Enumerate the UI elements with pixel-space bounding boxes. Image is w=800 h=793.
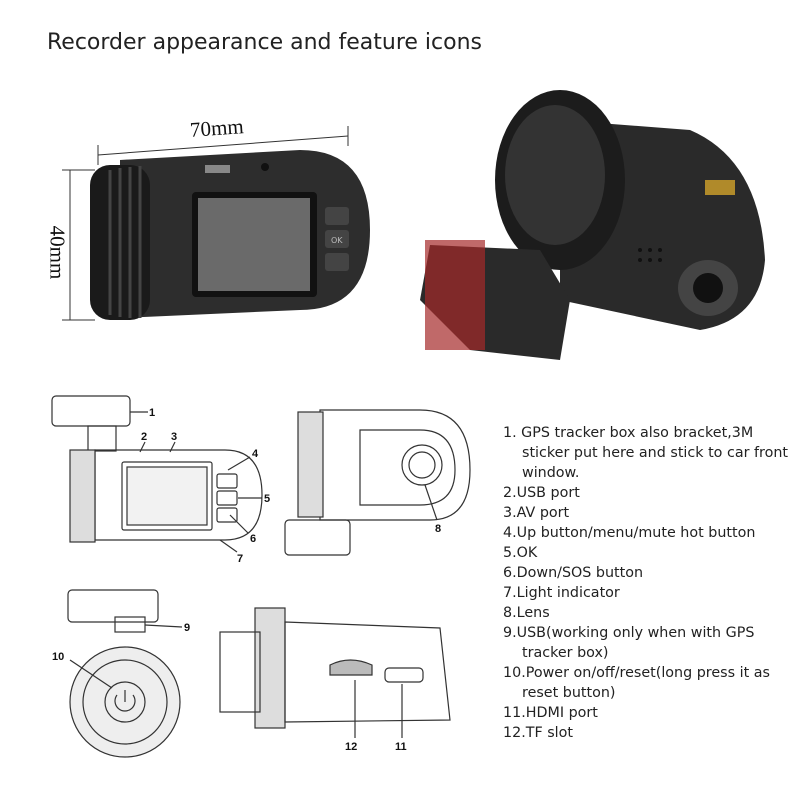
- diagram-back-view: [67, 589, 183, 758]
- feature-item: 9.USB(working only when with GPS tracker…: [503, 625, 755, 661]
- ok-label: OK: [331, 236, 343, 245]
- feature-item: 8.Lens: [503, 605, 550, 621]
- callout-12: 12: [345, 741, 357, 753]
- feature-item: 11.HDMI port: [503, 705, 598, 721]
- feature-item: 4.Up button/menu/mute hot button: [503, 525, 756, 541]
- callout-10: 10: [52, 651, 64, 663]
- callout-1: 1: [149, 407, 155, 419]
- camera-photo-front: [420, 90, 765, 360]
- callout-6: 6: [250, 533, 256, 545]
- feature-item: 1. GPS tracker box also bracket,3M stick…: [503, 425, 789, 481]
- callout-8: 8: [435, 523, 441, 535]
- diagram-lens-view: [284, 409, 471, 556]
- callout-4: 4: [252, 448, 259, 460]
- callout-9: 9: [184, 622, 190, 634]
- feature-list: 1. GPS tracker box also bracket,3M stick…: [503, 423, 793, 743]
- feature-item: 3.AV port: [503, 505, 570, 521]
- callout-5: 5: [264, 493, 270, 505]
- callout-7: 7: [237, 553, 243, 565]
- feature-item: 5.OK: [503, 545, 538, 561]
- diagram-side-ports: [219, 607, 451, 738]
- diagram-front-view: [51, 395, 263, 553]
- callout-11: 11: [395, 741, 407, 753]
- feature-item: 10.Power on/off/reset(long press it as r…: [503, 665, 770, 701]
- feature-item: 12.TF slot: [503, 725, 574, 741]
- page-title: Recorder appearance and feature icons: [47, 30, 482, 55]
- feature-item: 7.Light indicator: [503, 585, 620, 601]
- feature-item: 2.USB port: [503, 485, 580, 501]
- camera-photo-rear: OK: [90, 150, 370, 320]
- callout-3: 3: [171, 431, 177, 443]
- feature-item: 6.Down/SOS button: [503, 565, 644, 581]
- dimension-lines: [62, 126, 349, 321]
- callout-2: 2: [141, 431, 147, 443]
- callouts-front: 1 2 3 4 5 6 7: [141, 407, 270, 565]
